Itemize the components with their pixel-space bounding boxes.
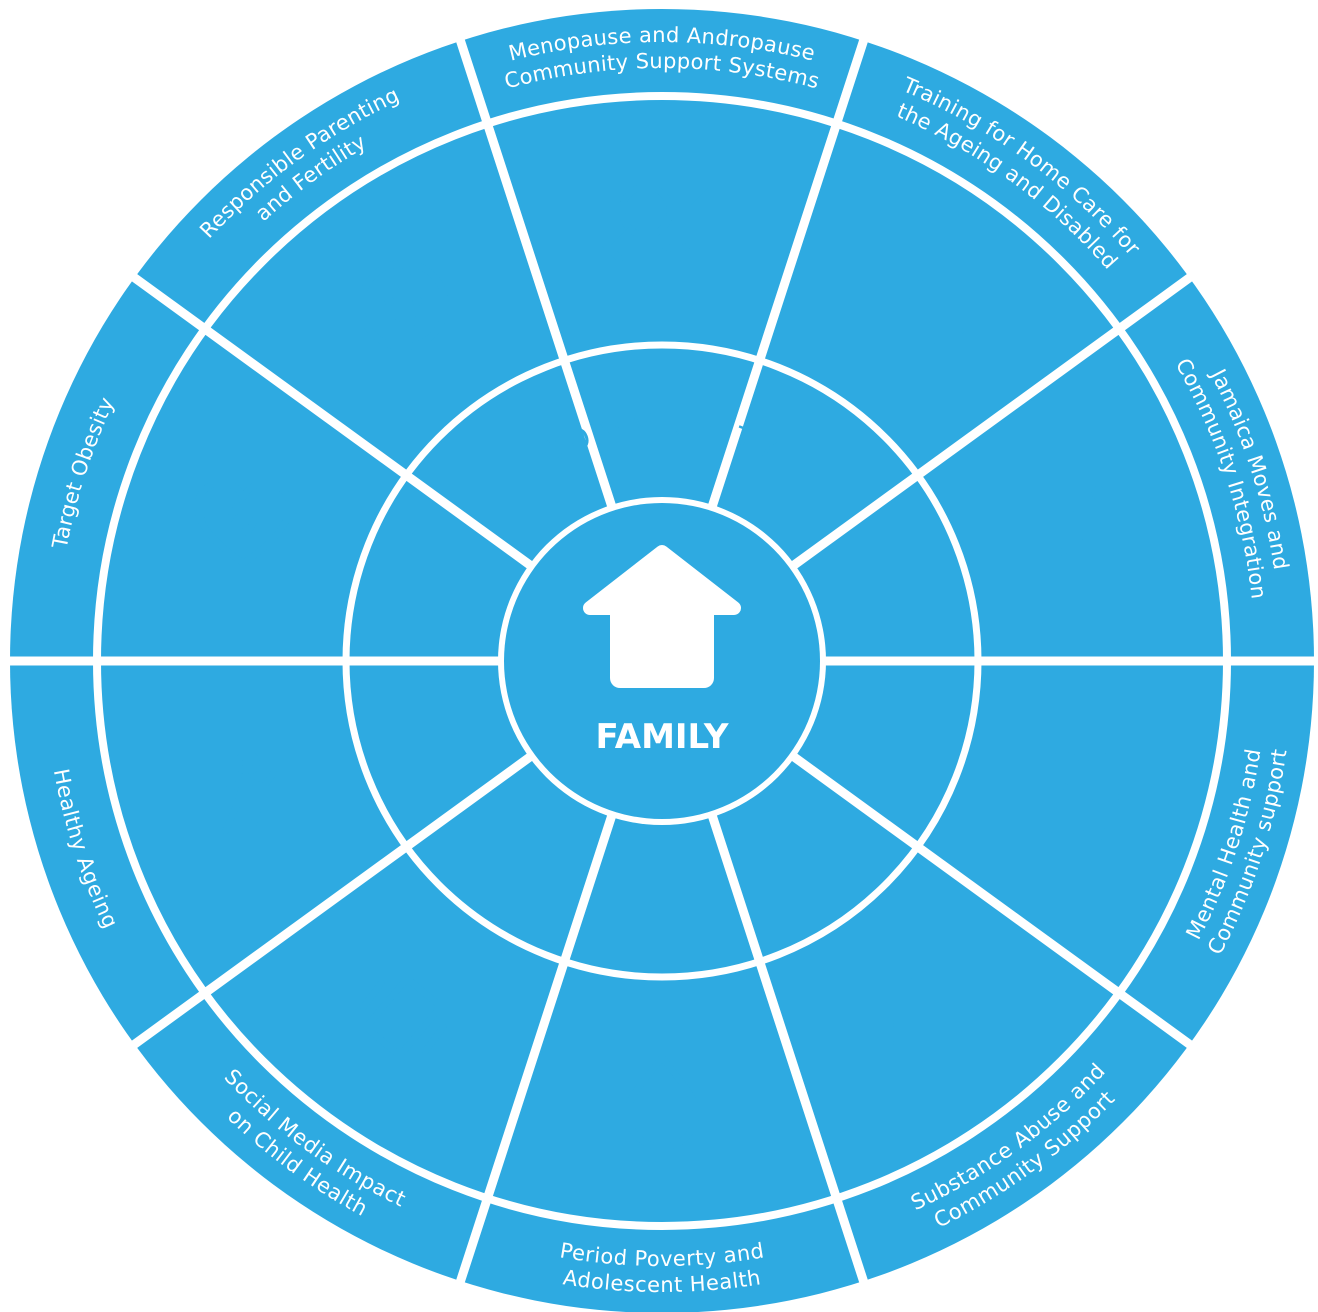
segment-divider xyxy=(455,35,619,515)
family-hub: FAMILY xyxy=(498,497,826,825)
segment-icons xyxy=(194,181,1132,1151)
family-label: FAMILY xyxy=(595,717,728,757)
separators xyxy=(6,35,1318,1287)
phone-icon xyxy=(360,977,447,1057)
segment-divider xyxy=(455,807,619,1287)
segment-divider xyxy=(785,749,1196,1051)
heart-pulse-icon xyxy=(194,479,293,567)
wheelchair-icon xyxy=(892,257,964,347)
bottle-icon xyxy=(893,971,948,1061)
droplet-icon xyxy=(624,1053,700,1151)
brain-icon xyxy=(1029,752,1132,842)
community-ring-border xyxy=(342,341,982,981)
label-ring-border xyxy=(93,92,1231,1230)
segment-divider xyxy=(128,749,539,1051)
cyclist-icon xyxy=(1037,486,1128,557)
segment-divider xyxy=(705,807,869,1287)
house-icon xyxy=(583,545,741,688)
gender-symbols-icon xyxy=(600,181,720,263)
baby-face-icon xyxy=(358,259,449,351)
segment-divider xyxy=(705,35,869,515)
segment-divider xyxy=(128,271,539,573)
segment-divider xyxy=(785,271,1196,573)
running-person-icon xyxy=(222,750,277,835)
